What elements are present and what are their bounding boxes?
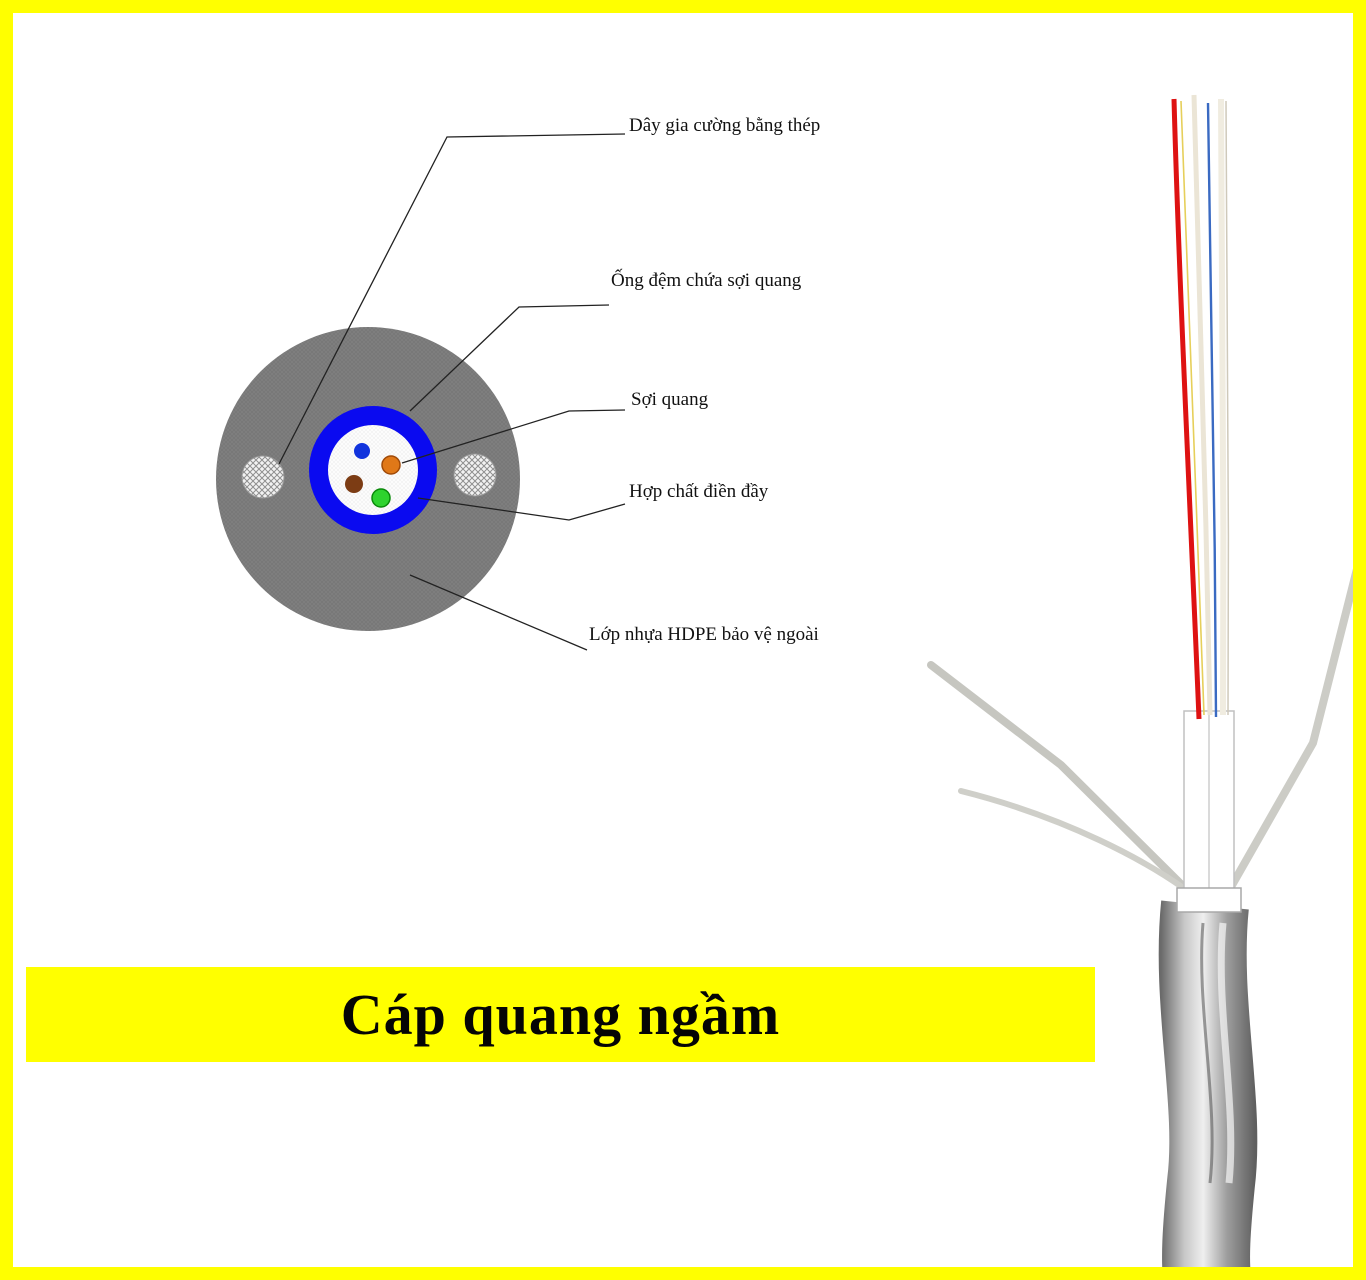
leader-line-filling-compound bbox=[417, 497, 626, 521]
cable-cross-section-diagram bbox=[216, 133, 626, 651]
title-banner: Cáp quang ngầm bbox=[26, 967, 1095, 1062]
fiber-brown-dot bbox=[345, 475, 363, 493]
cable-jacket-highlight bbox=[1217, 922, 1235, 1184]
fiber-cream-1 bbox=[1191, 94, 1213, 716]
strength-wire-left bbox=[927, 661, 1202, 905]
label-buffer-tube: Ống đệm chứa sợi quang bbox=[611, 270, 802, 291]
tube-interior bbox=[328, 425, 418, 515]
stripped-cable-photo bbox=[927, 94, 1353, 1267]
leader-line-hdpe-layer bbox=[409, 574, 588, 651]
strength-wire-right bbox=[1219, 568, 1353, 905]
leader-line-buffer-tube bbox=[409, 304, 610, 412]
label-optical-fiber: Sợi quang bbox=[631, 389, 709, 410]
buffer-tube-collar bbox=[1176, 887, 1242, 913]
steel-wire-right bbox=[453, 453, 497, 497]
fiber-yellow bbox=[1180, 100, 1205, 716]
fiber-cream-2 bbox=[1218, 98, 1227, 716]
cable-jacket bbox=[1158, 900, 1258, 1267]
fiber-cream-shadow bbox=[1225, 100, 1230, 716]
label-steel-wire: Dây gia cường bằng thép bbox=[629, 115, 821, 136]
fiber-blue-dot bbox=[354, 443, 370, 459]
fiber-orange-dot bbox=[381, 455, 401, 475]
cable-jacket-seam bbox=[1200, 922, 1214, 1184]
fiber-red bbox=[1171, 98, 1202, 720]
steel-wire-left bbox=[241, 455, 285, 499]
label-filling-compound: Hợp chất điền đầy bbox=[629, 481, 769, 502]
leader-line-optical-fiber bbox=[401, 409, 626, 464]
leader-line-steel-wire bbox=[278, 133, 626, 465]
fiber-blue bbox=[1206, 102, 1218, 718]
page-title: Cáp quang ngầm bbox=[340, 982, 781, 1047]
strength-wire-left-2 bbox=[958, 788, 1196, 898]
label-hdpe-layer: Lớp nhựa HDPE bảo vệ ngoài bbox=[589, 624, 819, 645]
fiber-green-dot bbox=[371, 488, 391, 508]
